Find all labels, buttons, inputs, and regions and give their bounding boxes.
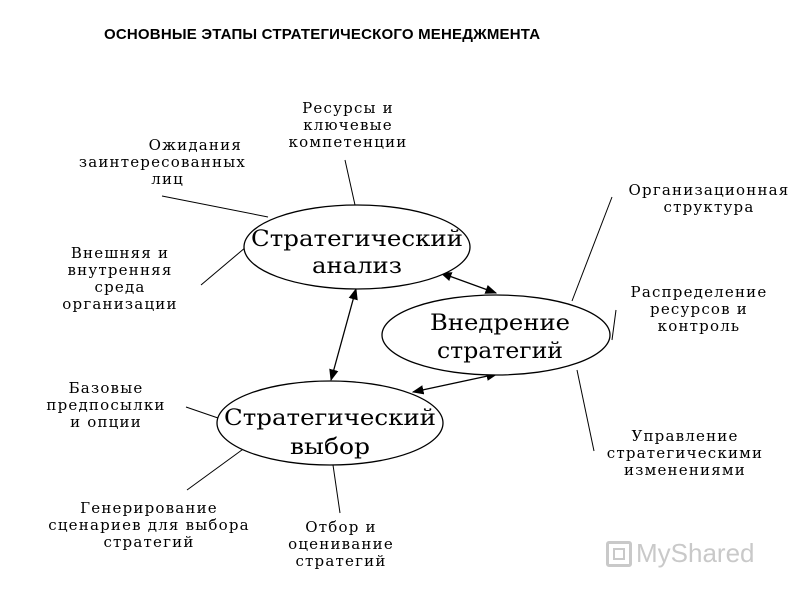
connector-prerequisites — [185, 406, 219, 419]
label-change: Управление стратегическими изменениями — [606, 427, 764, 479]
label-org-structure: Организационная структура — [628, 181, 790, 216]
watermark-logo: MyShared — [606, 538, 755, 569]
connector-change — [576, 369, 595, 452]
arrow-analysis-choice — [329, 287, 358, 382]
connector-allocation — [611, 309, 617, 341]
logo-icon — [606, 540, 632, 567]
connector-selection — [332, 464, 341, 514]
label-selection: Отбор и оценивание стратегий — [288, 518, 394, 570]
label-expectations: Ожидания заинтересованных лиц — [78, 136, 246, 188]
node-strategy-implementation — [381, 294, 611, 376]
connector-scenarios — [186, 446, 247, 491]
connector-expectations — [161, 195, 269, 218]
label-allocation: Распределение ресурсов и контроль — [630, 283, 768, 335]
node-choice-line1: Стратегический — [224, 406, 436, 431]
connector-org-structure — [571, 196, 613, 302]
watermark-text: MyShared — [636, 538, 755, 568]
label-scenarios: Генерирование сценариев для выбора страт… — [48, 499, 250, 551]
diagram-title: ОСНОВНЫЕ ЭТАПЫ СТРАТЕГИЧЕСКОГО МЕНЕДЖМЕН… — [104, 26, 541, 43]
arrow-analysis-implementation — [439, 272, 498, 294]
arrow-choice-implementation — [411, 371, 499, 395]
node-implementation-line2: стратегий — [437, 339, 563, 364]
node-strategic-choice — [216, 380, 444, 466]
node-implementation-line1: Внедрение — [430, 311, 570, 336]
node-strategic-analysis — [243, 204, 471, 290]
node-analysis-line2: анализ — [312, 254, 402, 279]
node-analysis-line1: Стратегический — [251, 227, 463, 252]
connector-environment — [200, 246, 247, 286]
label-resources: Ресурсы и ключевые компетенции — [288, 99, 408, 151]
node-choice-line2: выбор — [290, 435, 370, 460]
label-environment: Внешняя и внутренняя среда организации — [62, 244, 178, 313]
connector-resources — [344, 159, 356, 206]
label-prerequisites: Базовые предпосылки и опции — [46, 379, 166, 431]
